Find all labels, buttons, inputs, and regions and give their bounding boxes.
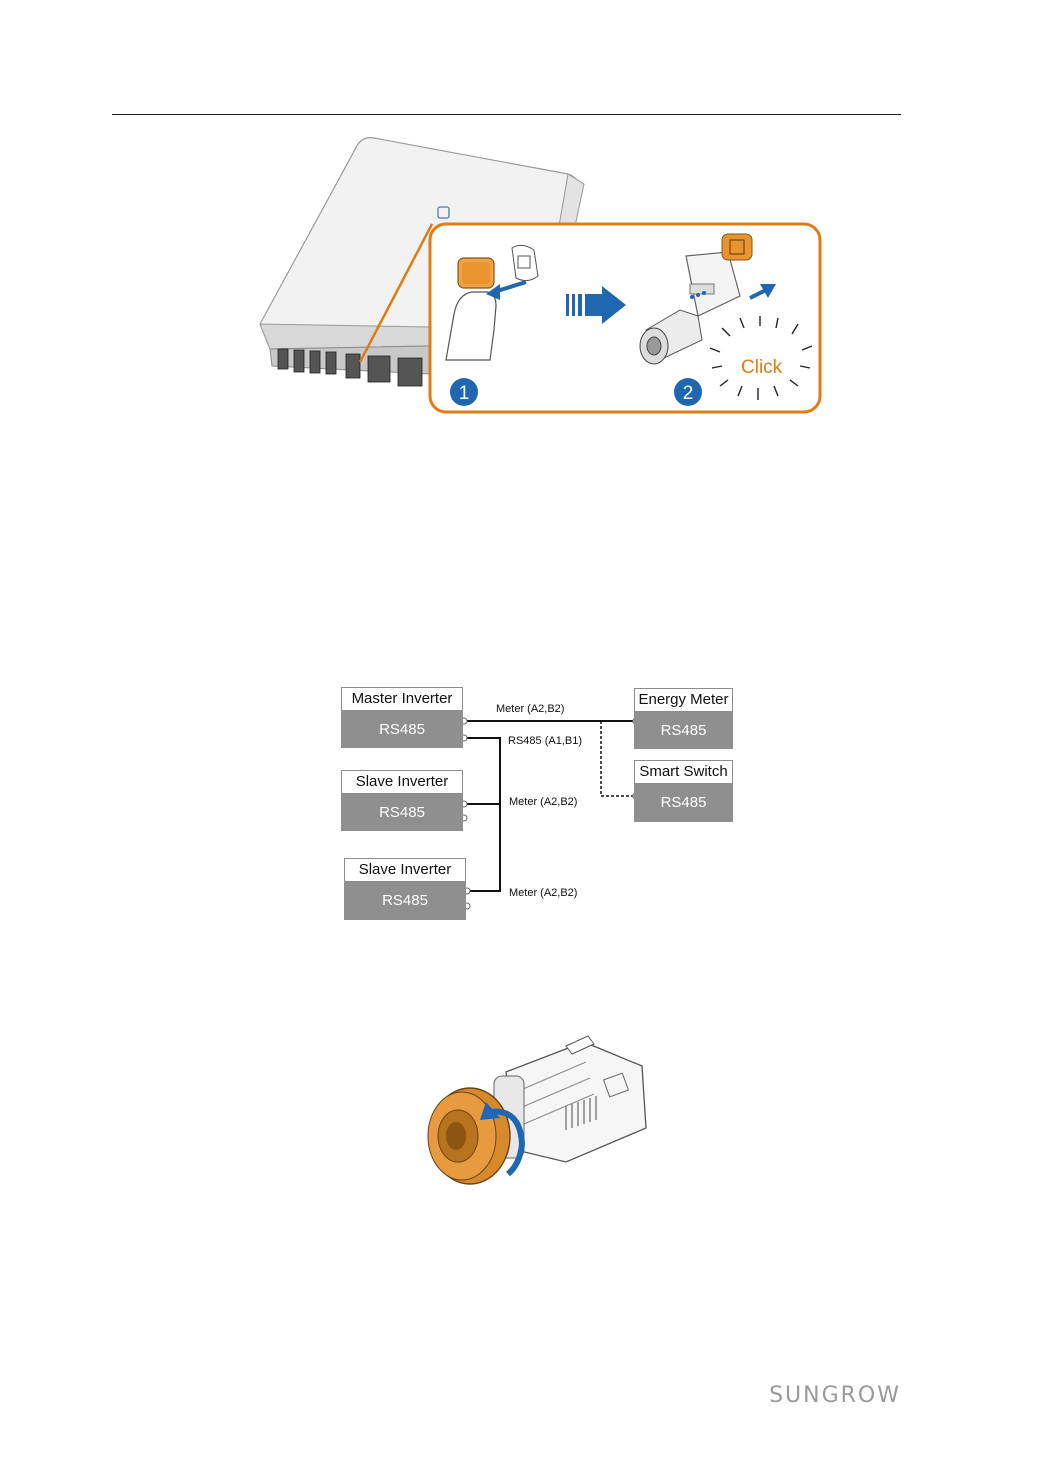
smart-switch-title: Smart Switch	[634, 760, 733, 784]
label-meter-slave2: Meter (A2,B2)	[509, 887, 577, 899]
label-meter-top: Meter (A2,B2)	[496, 703, 564, 715]
header-rule	[112, 114, 901, 115]
energy-meter-rs485: RS485	[634, 712, 733, 749]
swivel-nut-illustration	[428, 1088, 510, 1184]
label-rs485-master: RS485 (A1,B1)	[508, 735, 582, 747]
sungrow-logo: SUNGROW	[769, 1383, 901, 1408]
label-meter-slave1: Meter (A2,B2)	[509, 796, 577, 808]
tighten-nut-figure	[416, 1032, 666, 1202]
master-inverter-rs485: RS485	[341, 711, 463, 748]
rs485-wiring-diagram: Master Inverter RS485 Slave Inverter RS4…	[340, 686, 736, 922]
connector-body-illustration	[494, 1036, 646, 1162]
slave-inverter-1-rs485: RS485	[341, 794, 463, 831]
slave-inverter-1-title: Slave Inverter	[341, 770, 463, 794]
smart-switch-rs485: RS485	[634, 784, 733, 822]
slave-inverter-2-title: Slave Inverter	[344, 858, 466, 882]
connector-insertion-figure: Click 1 2	[250, 134, 825, 424]
slave-inverter-2-rs485: RS485	[344, 882, 466, 920]
energy-meter-title: Energy Meter	[634, 688, 733, 712]
click-label: Click	[741, 357, 783, 378]
step-1-number: 1	[459, 383, 470, 404]
master-inverter-title: Master Inverter	[341, 687, 463, 711]
step-2-number: 2	[683, 383, 694, 404]
